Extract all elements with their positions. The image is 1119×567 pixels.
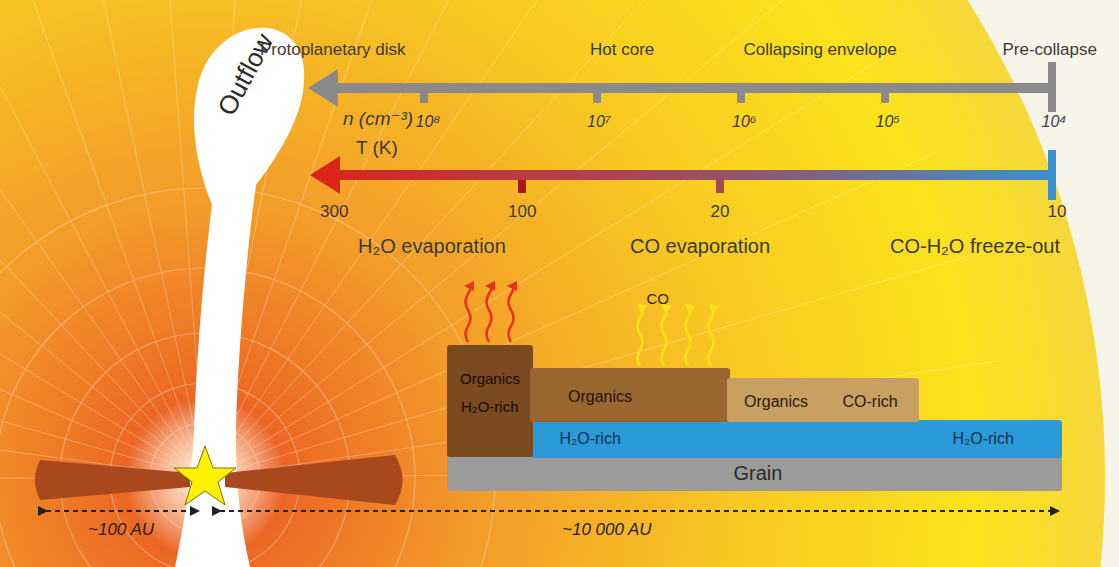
tick-label: 10 (1048, 202, 1067, 222)
scale-arrows (46, 510, 1058, 512)
h2o-evaporation-arrows (466, 286, 514, 342)
grain-band: Grain (447, 455, 1062, 491)
node-text: Organics (568, 388, 632, 406)
process-label: H₂O evaporation (358, 235, 506, 258)
node-text: H₂O-rich (461, 398, 519, 415)
tick-label: 20 (711, 202, 730, 222)
ice-block-mid: Organics (530, 368, 730, 422)
light-rays (0, 0, 1005, 478)
ice-block-warm: OrganicsH₂O-rich (447, 345, 533, 457)
co-evaporation-arrows (638, 306, 714, 366)
density-axis (308, 62, 1056, 112)
stage-label: Protoplanetary disk (260, 40, 406, 60)
disk-right (225, 455, 403, 505)
scale-label: ~100 AU (85, 520, 157, 540)
axis-title: T (K) (356, 137, 398, 159)
tick-label: 10⁸ (416, 113, 441, 131)
temperature-axis (310, 150, 1056, 200)
process-label: CO-H₂O freeze-out (890, 235, 1060, 258)
stage-label: Hot core (590, 40, 654, 60)
node-text: CO-rich (843, 393, 898, 411)
node-text: Grain (734, 462, 783, 485)
scale-label: ~10 000 AU (559, 520, 655, 540)
stage-label: Pre-collapse (1003, 40, 1098, 60)
light-ray (205, 0, 568, 478)
tick-label: 10⁶ (732, 113, 756, 131)
tick-label: 10⁷ (587, 113, 611, 131)
node-text: H₂O-rich (560, 430, 621, 448)
stage-label: Collapsing envelope (744, 40, 897, 60)
tick-label: 100 (508, 202, 536, 222)
axis-title: n (cm⁻³) (343, 108, 413, 130)
tick-label: 10⁴ (1042, 113, 1067, 131)
node-text: H₂O-rich (953, 430, 1014, 448)
node-text: Organics (744, 393, 808, 411)
star-symbol (174, 446, 236, 505)
process-label: CO evaporation (630, 235, 770, 258)
ice-block-cold: Organics CO-rich (727, 378, 919, 422)
water-ice-band: H₂O-rich H₂O-rich (530, 420, 1062, 458)
tick-label: 300 (320, 202, 348, 222)
node-text: Organics (460, 370, 520, 387)
gas-label: CO (647, 290, 670, 307)
tick-label: 10⁵ (876, 113, 901, 131)
disk-left (35, 460, 190, 500)
outflow-label-box: Outflow (205, 18, 288, 133)
